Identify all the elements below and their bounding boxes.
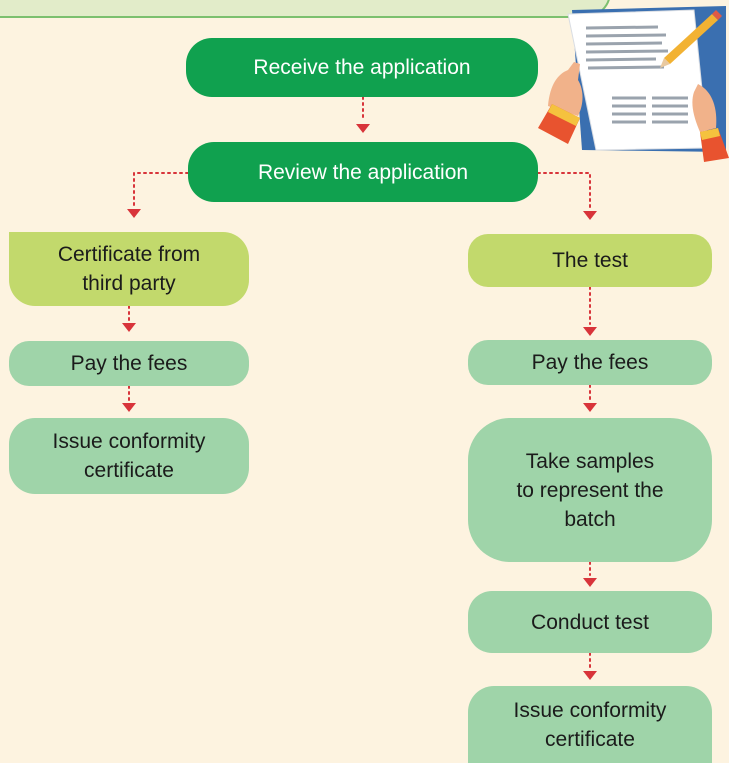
left-hand-icon	[538, 62, 583, 144]
node-the-test: The test	[468, 234, 712, 287]
document-illustration	[538, 6, 729, 162]
arrowhead-issueleft	[122, 403, 136, 412]
node-issue-certificate-right: Issue conformity certificate	[468, 686, 712, 763]
right-hand-icon	[692, 84, 729, 162]
pencil-icon	[660, 10, 722, 68]
node-issue-certificate-left: Issue conformity certificate	[9, 418, 249, 494]
node-pay-fees-right: Pay the fees	[468, 340, 712, 385]
node-review-application: Review the application	[188, 142, 538, 202]
connector-review-thirdparty	[133, 172, 189, 206]
arrowhead-samples	[583, 403, 597, 412]
node-conduct-test: Conduct test	[468, 591, 712, 653]
connector-review-test	[537, 172, 591, 208]
node-pay-fees-left: Pay the fees	[9, 341, 249, 386]
arrowhead-payright	[583, 327, 597, 336]
arrowhead-issueright	[583, 671, 597, 680]
arrowhead-conduct	[583, 578, 597, 587]
node-certificate-third-party: Certificate from third party	[9, 232, 249, 306]
node-receive-application: Receive the application	[186, 38, 538, 97]
arrowhead-test	[583, 211, 597, 220]
arrowhead-payleft	[122, 323, 136, 332]
arrowhead-review	[356, 124, 370, 133]
arrowhead-thirdparty	[127, 209, 141, 218]
node-take-samples: Take samples to represent the batch	[468, 418, 712, 562]
